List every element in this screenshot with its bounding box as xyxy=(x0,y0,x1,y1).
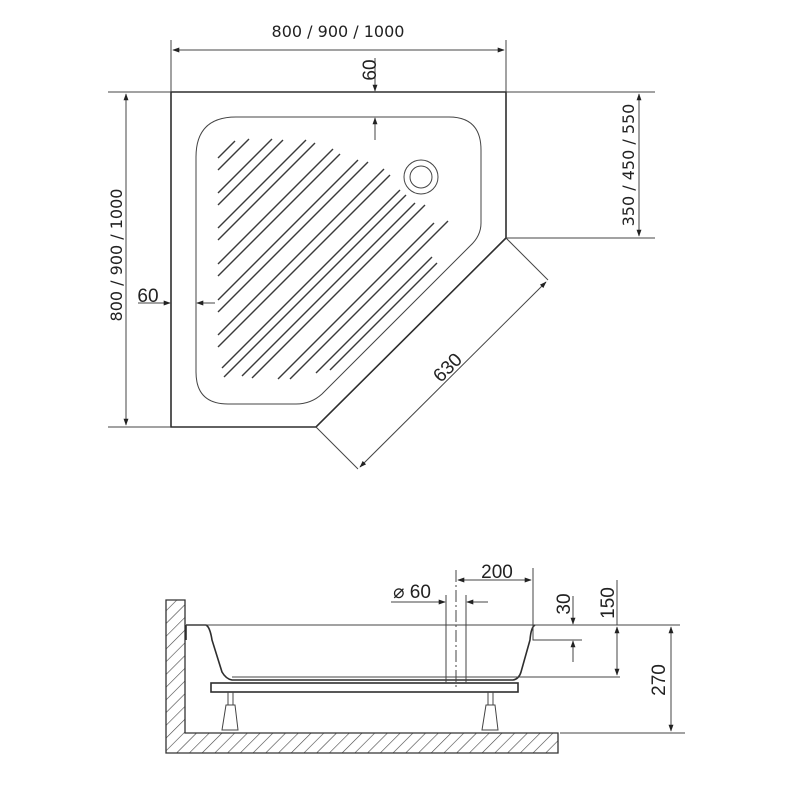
drain-offset-dimension: 200 xyxy=(481,562,513,583)
total-height-dimension: 270 xyxy=(649,664,670,696)
width-dimension: 800 / 900 / 1000 xyxy=(272,22,405,41)
leg-left xyxy=(221,692,239,731)
top-rim-dimension: 60 xyxy=(360,59,381,80)
drain-icon xyxy=(403,159,439,195)
tray-depth-dimension: 150 xyxy=(598,587,619,619)
side-dimension: 350 / 450 / 550 xyxy=(619,104,638,227)
diagonal-dimension: 630 xyxy=(429,349,466,386)
depth-dimension: 800 / 900 / 1000 xyxy=(107,189,126,322)
step-depth-dimension: 30 xyxy=(554,593,575,614)
basin-outline xyxy=(195,116,482,405)
wall-hatch xyxy=(165,599,559,754)
drain-diameter-dimension: ⌀ 60 xyxy=(393,582,431,603)
leg-right xyxy=(481,692,499,731)
side-view: ⌀ 60 200 30 150 270 xyxy=(165,562,685,754)
tray-profile xyxy=(186,624,536,681)
support-frame xyxy=(210,682,519,693)
anti-slip-ribs xyxy=(217,138,449,380)
drain-pipe xyxy=(445,570,467,690)
plan-view: 800 / 900 / 1000 800 / 900 / 1000 350 / … xyxy=(107,22,655,470)
left-rim-dimension: 60 xyxy=(137,286,158,307)
tray-outline xyxy=(170,91,507,428)
